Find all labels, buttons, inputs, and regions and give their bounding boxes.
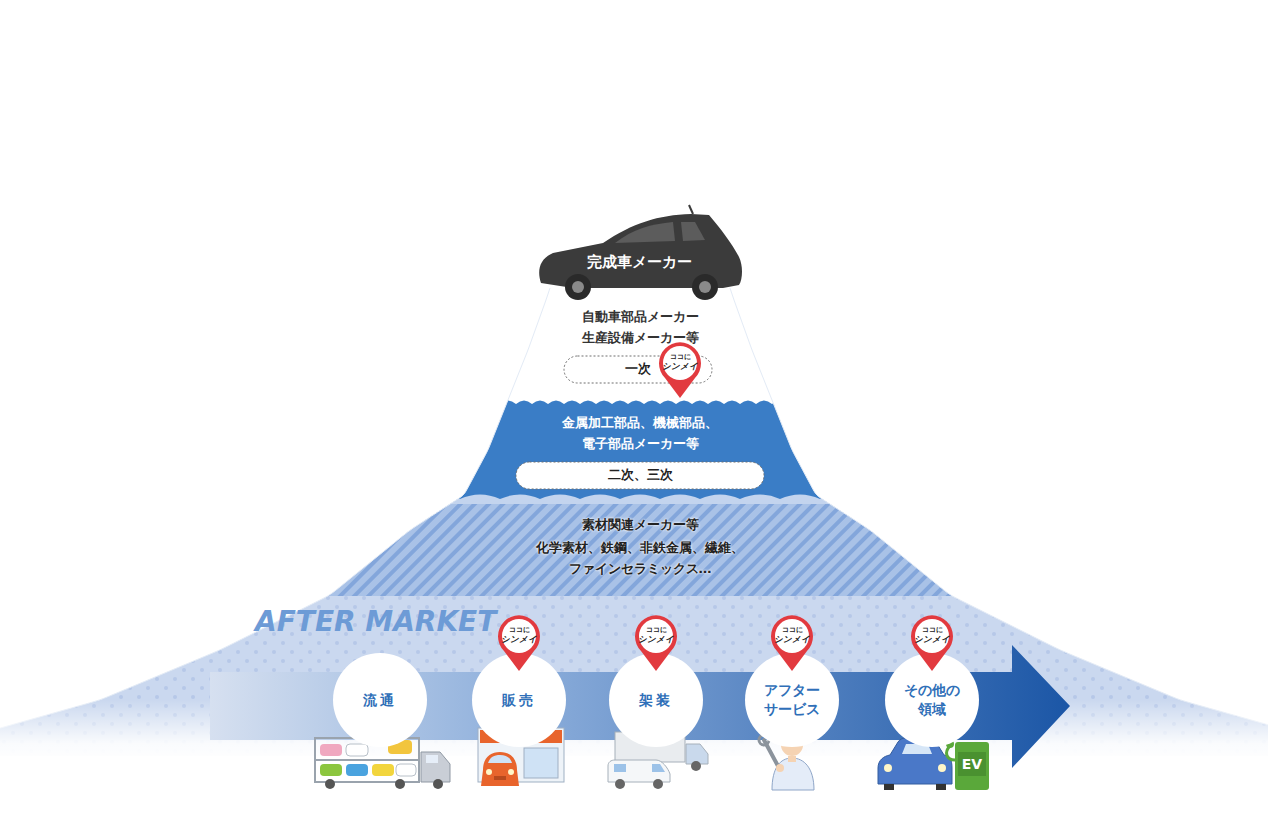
pin-face: [502, 619, 536, 653]
shop-sign-text: CAR SHOP: [480, 730, 562, 743]
band-region: 一次 自動車部品メーカー 生産設備メーカー等: [520, 302, 760, 394]
tier-pill: 二次、三次: [515, 461, 765, 490]
node-content: ココにシンメイ: [662, 349, 698, 377]
node-label: 二次、三次: [608, 468, 673, 483]
band-region: 流通販売架装アフター サービスその他の 領域ココにシンメイココにシンメイココにシ…: [0, 598, 1268, 740]
pin-body: [635, 615, 677, 671]
node-content: ココにシンメイ: [501, 622, 537, 650]
location-pin: ココにシンメイ: [497, 614, 541, 672]
node-label: 完成車メーカー: [587, 254, 692, 271]
pin-face: [915, 619, 949, 653]
node-content: ココにシンメイ: [774, 622, 810, 650]
node-content: 素材関連メーカー等化学素材、鉄鋼、非鉄金属、繊維、 ファインセラミックス…: [490, 514, 790, 590]
pin-face: [663, 346, 697, 380]
pin-logo-text: ココに: [782, 627, 803, 634]
location-pin: ココにシンメイ: [658, 341, 702, 399]
mountain-bands: [0, 280, 1268, 756]
location-pin: ココにシンメイ: [634, 614, 678, 672]
pin-logo-text: シンメイ: [662, 362, 698, 372]
node-content: ココにシンメイ: [914, 622, 950, 650]
hatched-band: [0, 504, 1268, 596]
pin-face: [775, 619, 809, 653]
car-wheel: [565, 274, 591, 300]
node-label: 流通: [363, 691, 397, 710]
node-content: 金属加工部品、機械部品、 電子部品メーカー等: [520, 412, 760, 458]
pin-body: [498, 615, 540, 671]
pin-body: [771, 615, 813, 671]
car-hub: [572, 281, 584, 293]
pin-logo-text: シンメイ: [914, 635, 950, 645]
node-content: AFTER MARKET: [255, 606, 505, 646]
node-label: 自動車部品メーカー 生産設備メーカー等: [540, 306, 740, 348]
node-label: 販売: [502, 691, 536, 710]
car-window: [615, 222, 675, 243]
pin-logo-text: シンメイ: [774, 635, 810, 645]
car-node: 完成車メーカー: [533, 205, 745, 300]
mountain-outline: [0, 288, 1268, 760]
band-region: 二次、三次 金属加工部品、機械部品、 電子部品メーカー等: [460, 406, 820, 494]
snow-band: [0, 280, 1268, 410]
car-antenna: [689, 205, 693, 214]
node-content: 流通: [340, 656, 420, 744]
node-label: アフター サービス: [752, 681, 832, 719]
pin-logo-text: ココに: [509, 627, 530, 634]
node-label: 一次: [625, 362, 651, 377]
node-shape: [533, 205, 745, 300]
node-content: 完成車メーカー: [569, 248, 709, 278]
node-label: 素材関連メーカー等: [582, 514, 699, 535]
car-window: [681, 222, 705, 241]
pin-logo-text: シンメイ: [501, 635, 537, 645]
car-wheel: [692, 274, 718, 300]
node-label: 金属加工部品、機械部品、 電子部品メーカー等: [520, 412, 760, 454]
pin-face: [639, 619, 673, 653]
pin-body: [911, 615, 953, 671]
location-pin: ココにシンメイ: [770, 614, 814, 672]
pin-logo-text: ココに: [646, 627, 667, 634]
charger-text: EV: [958, 752, 986, 776]
market-circle: 流通: [332, 652, 428, 748]
band-region: 素材関連メーカー等化学素材、鉄鋼、非鉄金属、繊維、 ファインセラミックス…: [380, 508, 900, 592]
pin-logo-text: ココに: [670, 354, 691, 361]
location-pin: ココにシンメイ: [910, 614, 954, 672]
node-label: AFTER MARKET: [255, 606, 496, 638]
pin-logo-text: ココに: [922, 627, 943, 634]
node-content: 自動車部品メーカー 生産設備メーカー等: [540, 306, 740, 354]
node-label: 架装: [639, 691, 673, 710]
pill-outline: [516, 462, 764, 489]
car-hub: [699, 281, 711, 293]
pin-body: [659, 342, 701, 398]
node-label: 化学素材、鉄鋼、非鉄金属、繊維、 ファインセラミックス…: [490, 537, 790, 579]
node-label: その他の 領域: [892, 681, 972, 719]
pin-logo-text: シンメイ: [638, 635, 674, 645]
node-content: 二次、三次: [523, 465, 757, 486]
circle-outline: [333, 653, 427, 747]
node-content: ココにシンメイ: [638, 622, 674, 650]
